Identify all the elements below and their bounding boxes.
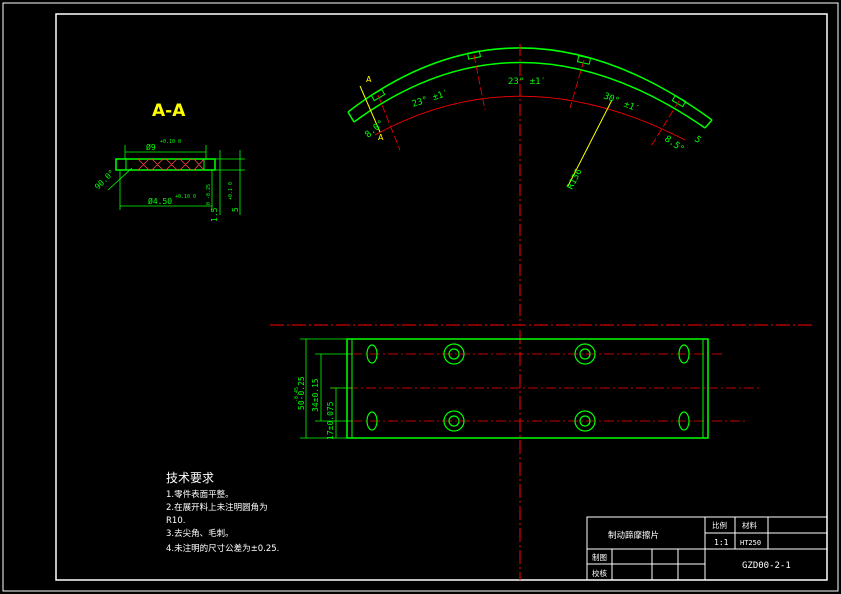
- section-strip: [115, 158, 216, 171]
- tech-req-line: 1.零件表面平整。: [166, 489, 234, 500]
- arc-inner: [353, 61, 706, 129]
- cut-mark-bottom: A: [378, 133, 384, 142]
- radius-leader: [567, 99, 613, 187]
- hole-slot: [678, 411, 690, 431]
- inner-frame: [55, 13, 828, 581]
- hole: [443, 410, 465, 432]
- tech-req-line: 3.去尖角、毛刺。: [166, 528, 234, 539]
- hole: [443, 343, 465, 365]
- arc-slot-1: [370, 88, 386, 102]
- arc-radial-lines: [377, 54, 680, 151]
- hole-slot: [678, 344, 690, 364]
- title-checked-label: 校核: [592, 568, 607, 578]
- dim-top-dia: Ø9: [146, 142, 156, 152]
- arc-right-spacing: 30° ±1′: [602, 92, 641, 115]
- section-hatching: [137, 158, 205, 171]
- plan-dim-outer-tol: -0.45: [294, 387, 300, 402]
- arc-back: [347, 111, 713, 129]
- dim-bottom-dia: Ø4.50: [148, 196, 172, 206]
- hole-inner: [579, 348, 591, 360]
- dim-vert-1-tol: 0 -0.25: [206, 184, 212, 205]
- cut-mark-top: A: [366, 75, 372, 84]
- title-drawing-number: GZD00-2-1: [742, 561, 791, 571]
- dim-vert-2: 5: [231, 207, 240, 212]
- section-label: A-A: [152, 101, 186, 121]
- arc-outer: [347, 47, 713, 121]
- title-material-value: HT250: [740, 539, 761, 547]
- plan-dim-middle: 34±0.15: [311, 378, 320, 412]
- plan-dim-inner: 17±0.075: [326, 401, 335, 440]
- arc-right-end: 8.5°: [662, 134, 686, 155]
- hole-inner: [448, 348, 460, 360]
- title-block: [586, 516, 828, 581]
- tech-req-line: 2.在展开料上未注明圆角为: [166, 502, 268, 513]
- dim-vert-2-tol: +0.1 0: [228, 182, 234, 200]
- hole: [574, 343, 596, 365]
- dim-vert-1: 1.5: [210, 207, 219, 222]
- plan-outline: [346, 338, 709, 439]
- cut-line: [359, 85, 381, 133]
- plan-dims: [300, 338, 352, 439]
- hole-inner: [579, 415, 591, 427]
- dim-top-tol: +0.10 0: [160, 139, 181, 145]
- hole-inner: [448, 415, 460, 427]
- plan-holes: [366, 343, 690, 432]
- arc-radius: R136: [566, 167, 585, 191]
- arc-end-width: 5: [692, 135, 703, 146]
- hole-slot: [366, 411, 378, 431]
- technical-requirements: 技术要求 1.零件表面平整。 2.在展开料上未注明圆角为 R10. 3.去尖角、…: [166, 471, 279, 554]
- arc-dim-inner: [374, 95, 686, 141]
- section-view: A-A Ø9 +0.10 0 Ø4.50 +0.10 0 90.0° 1.5 0…: [93, 101, 245, 222]
- tech-req-title: 技术要求: [166, 471, 214, 485]
- plan-view: 50-0.25 -0.45 34±0.15 17±0.075: [270, 324, 815, 580]
- tech-req-line: R10.: [166, 516, 185, 526]
- title-drawn-label: 制图: [592, 552, 607, 562]
- angle-leader: [107, 167, 133, 191]
- dim-bottom-tol: +0.10 0: [175, 194, 196, 200]
- title-scale-value: 1:1: [714, 538, 729, 547]
- arc-center-spacing: 23° ±1′: [508, 77, 546, 87]
- title-material-label: 材料: [742, 520, 757, 530]
- title-part-name: 制动蹄摩擦片: [608, 530, 659, 541]
- hole: [574, 410, 596, 432]
- tech-req-line: 4.未注明的尺寸公差为±0.25.: [166, 543, 279, 554]
- arc-view: A A 8.0° 23° ±1′ 23° ±1′ 30° ±1′ 8.5° 5 …: [347, 44, 713, 325]
- title-scale-label: 比例: [712, 520, 727, 530]
- hole-slot: [366, 344, 378, 364]
- dim-angle: 90.0°: [93, 168, 116, 191]
- plan-dim-outer: 50-0.25: [297, 376, 306, 410]
